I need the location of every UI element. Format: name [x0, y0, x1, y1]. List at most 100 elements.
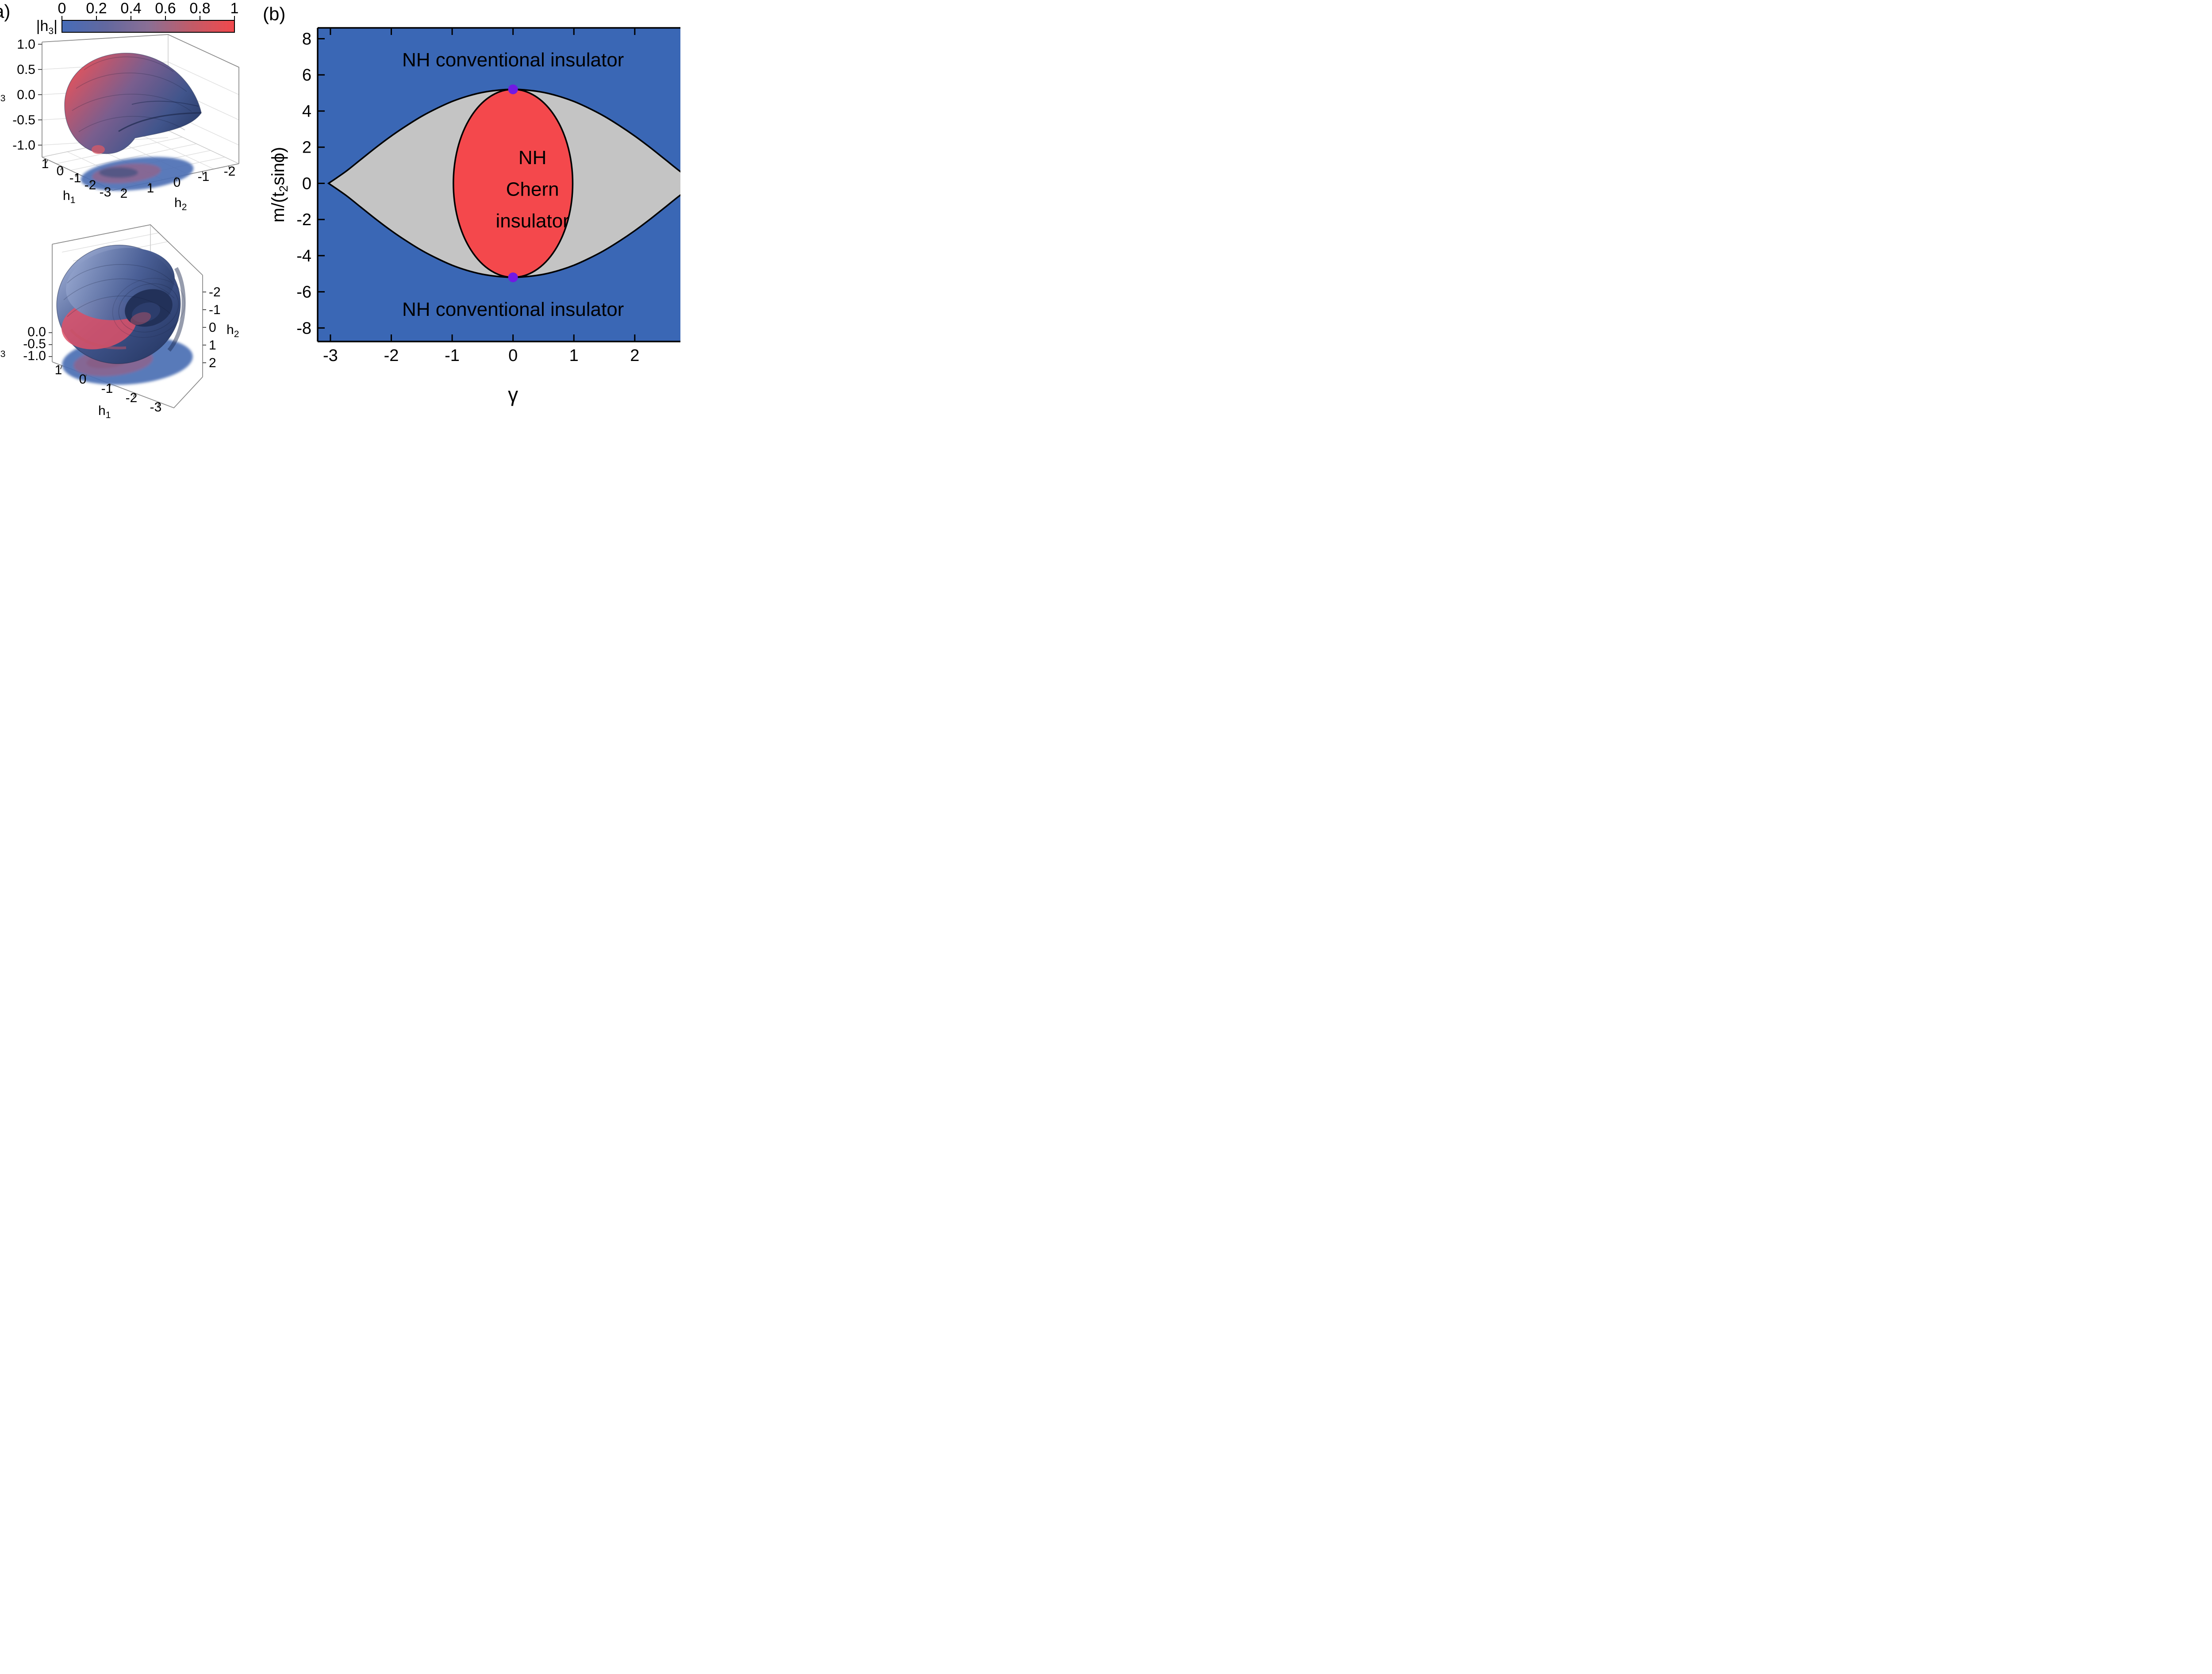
h2-tick-label: 2 — [120, 186, 128, 201]
h1-axis-label: h1 — [63, 188, 75, 205]
h1-axis-tick-marks — [45, 159, 108, 192]
transition-point — [508, 84, 518, 94]
h1-tick-label: 1 — [42, 157, 49, 171]
surface-fold-line — [131, 100, 199, 107]
phase-diagram-area: NH conventional insulator NH conventional… — [318, 28, 680, 342]
x-tick-label: 1 — [569, 346, 579, 365]
region-label-conventional-0: NH conventional insulator — [402, 49, 624, 71]
h1-axis-tick-marks — [60, 365, 160, 407]
figure: (a) 0 0.2 0.4 0.6 0.8 1 |h3| — [0, 0, 680, 418]
h1-tick-label: 0 — [79, 372, 87, 387]
surface-red-arc — [69, 329, 127, 349]
y-tick-label: 4 — [302, 102, 311, 121]
colorbar-tick-label: 0.8 — [189, 0, 210, 17]
z-tick-label: 0.0 — [27, 325, 46, 339]
z-tick-label: -0.5 — [23, 337, 46, 351]
h1-tick-label: 0 — [57, 164, 64, 178]
torus-surface — [56, 245, 186, 364]
h1-tick-label: -1 — [69, 171, 81, 185]
surface-contour — [67, 296, 171, 317]
z-tick-label: -0.5 — [12, 113, 35, 127]
surface-contour — [84, 56, 174, 72]
y-tick-label: -8 — [296, 319, 311, 338]
x-tick-label: -3 — [323, 346, 338, 365]
surface-contour — [72, 94, 192, 112]
surface-contour — [63, 278, 175, 300]
h1-tick-label: -2 — [126, 391, 138, 405]
h1-axis-label: h1 — [98, 403, 111, 418]
h2-tick-label: 0 — [209, 320, 216, 335]
y-tick-label: -2 — [296, 211, 311, 229]
plot-box-edges — [52, 224, 203, 409]
z-axis-label-h3: h3 — [0, 342, 5, 359]
y-axis-title: m/(t2sinϕ) — [269, 147, 290, 223]
surface-red-spot — [92, 145, 105, 154]
h2-tick-label: 0 — [173, 175, 181, 190]
h2-tick-label: -1 — [209, 303, 221, 317]
h2-axis-tick-marks — [203, 292, 206, 363]
colorbar: 0 0.2 0.4 0.6 0.8 1 |h3| — [36, 0, 239, 36]
transition-point — [508, 272, 518, 282]
x-tick-label: 0 — [508, 346, 518, 365]
z-tick-label: -1.0 — [23, 349, 46, 363]
surface-plot-top: 1.0 0.5 0.0 -0.5 -1.0 h3 1 0 -1 -2 -3 h1… — [0, 34, 239, 212]
z-tick-label: 1.0 — [17, 37, 35, 52]
torus-surface — [64, 53, 202, 154]
y-tick-label: 2 — [302, 138, 311, 157]
surface-contour — [112, 278, 185, 338]
panel-b-label: (b) — [263, 4, 285, 24]
y-tick-label: -6 — [296, 283, 311, 302]
h2-tick-label: -1 — [198, 169, 210, 184]
panel-a-label: (a) — [0, 1, 10, 22]
h1-tick-label: -3 — [100, 185, 111, 200]
surface-contour — [76, 73, 187, 92]
colorbar-tick-label: 0.4 — [120, 0, 141, 17]
h2-tick-label: 1 — [147, 181, 154, 196]
h2-axis-label: h2 — [174, 196, 187, 212]
z-axis-tick-marks — [38, 44, 42, 146]
x-axis-title: γ — [508, 383, 518, 406]
svg-text:m/(t2sinϕ): m/(t2sinϕ) — [269, 147, 290, 223]
y-tick-label: 6 — [302, 66, 311, 84]
colorbar-tick-label: 0 — [58, 0, 66, 17]
h2-axis-tick-marks — [122, 165, 230, 192]
region-label-conventional-1: NH conventional insulator — [402, 299, 624, 320]
region-label-chern-line-1: Chern — [506, 178, 559, 200]
x-tick-label: 2 — [630, 346, 639, 365]
surface-dark-rim — [167, 267, 186, 352]
h1-tick-label: -2 — [84, 178, 96, 192]
colorbar-tick-label: 0.6 — [155, 0, 176, 17]
z-axis-tick-marks — [49, 332, 52, 357]
surface-contour — [118, 283, 179, 333]
colorbar-gradient-bar — [61, 20, 235, 33]
colorbar-tick-label: 1 — [230, 0, 239, 17]
colorbar-tick-label: 0.2 — [86, 0, 107, 17]
h2-axis-label: h2 — [227, 323, 239, 339]
h1-tick-label: 1 — [55, 363, 62, 377]
h2-tick-label: 1 — [209, 338, 216, 353]
surface-fold-line — [118, 112, 202, 132]
surface-contour — [78, 116, 185, 132]
surface-contour — [67, 264, 173, 284]
surface-hole-red-hint — [130, 312, 151, 325]
plot-frame — [317, 27, 680, 342]
surface-silhouette — [64, 53, 202, 154]
z-tick-label: 0.0 — [17, 88, 35, 102]
surface-plot-bottom: 0.0 -0.5 -1.0 h3 1 0 -1 -2 -3 h1 -2 -1 0… — [0, 224, 239, 418]
axis-tick-marks — [318, 28, 636, 342]
z-tick-label: 0.5 — [17, 62, 35, 77]
h1-tick-label: -1 — [101, 381, 113, 396]
y-tick-label: -4 — [296, 247, 311, 265]
h2-tick-label: 2 — [209, 356, 216, 370]
colorbar-label: |h3| — [36, 18, 58, 36]
x-tick-label: -2 — [384, 346, 399, 365]
h2-tick-label: -2 — [224, 164, 236, 179]
z-tick-label: -1.0 — [12, 138, 35, 153]
surface-floor-projection — [81, 157, 194, 191]
y-tick-label: 0 — [302, 174, 311, 193]
x-tick-label: -1 — [445, 346, 460, 365]
h1-tick-label: -3 — [150, 400, 162, 415]
h2-tick-label: -2 — [209, 285, 221, 299]
panel-a: (a) 0 0.2 0.4 0.6 0.8 1 |h3| — [0, 0, 239, 418]
